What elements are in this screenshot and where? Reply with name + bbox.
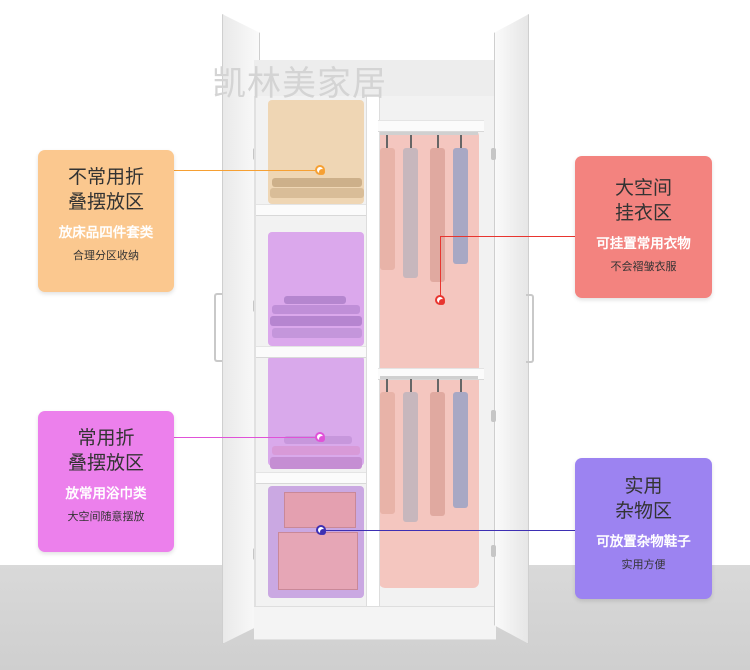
violet-zone-upper [268,232,364,346]
hanger [437,379,439,393]
callout-title-line: 大空间 [614,177,672,199]
storage-box [284,492,356,528]
connector-line-3 [440,236,575,237]
hanger [386,135,388,149]
shelf [256,472,366,484]
hanger [410,135,412,149]
connector-line-3b [440,236,441,299]
callout-storage-zone: 实用 杂物区 可放置杂物鞋子 实用方便 [575,458,712,599]
folded-linen [272,178,362,187]
callout-subtitle: 可放置杂物鞋子 [596,534,691,550]
marker-dot-2 [315,432,325,442]
folded-towel [270,457,362,469]
folded-towel [270,316,362,326]
callout-title-line: 叠摆放区 [67,452,144,474]
callout-title-line: 实用 [624,475,663,497]
hanging-rod [380,376,478,379]
hinge-icon [491,410,496,422]
hanger [386,379,388,393]
callout-note: 合理分区收纳 [73,249,139,262]
left-door-handle [214,293,222,362]
callout-title-line: 常用折 [77,427,135,449]
hanger [410,379,412,393]
folded-linen [270,188,364,198]
callout-note: 不会褶皱衣服 [610,260,677,273]
hanging-garment [403,148,418,278]
right-door-handle [526,294,534,363]
hanging-garment [403,392,418,522]
shelf [256,204,366,216]
center-divider [366,96,380,606]
connector-line-1 [174,170,321,171]
marker-dot-3 [435,295,445,305]
hanger [460,135,462,149]
hanging-rod [380,132,478,135]
hanging-garment [453,392,468,508]
plinth [254,606,496,639]
callout-towel-zone: 常用折 叠摆放区 放常用浴巾类 大空间随意摆放 [38,411,174,552]
hanger [437,135,439,149]
marker-dot-1 [315,165,325,175]
right-door [494,14,529,644]
hinge-icon [491,545,496,557]
hanging-garment [380,392,395,514]
callout-subtitle: 可挂置常用衣物 [596,236,691,252]
folded-towel [272,446,360,455]
top-board [254,60,496,96]
connector-line-2 [174,437,320,438]
callout-hanging-zone: 大空间 挂衣区 可挂置常用衣物 不会褶皱衣服 [575,156,712,298]
folded-towel [272,328,362,338]
shelf [378,120,484,132]
left-door [222,14,260,644]
folded-towel [272,305,360,314]
hanging-garment [453,148,468,264]
watermark-text: 凯林美家居 [212,64,387,104]
shelf [256,346,366,358]
callout-note: 大空间随意摆放 [67,510,145,523]
connector-line-4 [321,530,575,531]
callout-linen-zone: 不常用折 叠摆放区 放床品四件套类 合理分区收纳 [38,150,174,292]
callout-title-line: 挂衣区 [614,202,672,224]
callout-note: 实用方便 [621,558,666,571]
callout-title-line: 杂物区 [614,500,672,522]
folded-towel [284,296,346,304]
callout-title-line: 叠摆放区 [67,191,144,213]
storage-box [278,532,358,590]
hinge-icon [491,148,496,160]
marker-dot-4 [316,525,326,535]
hanging-garment [380,148,395,270]
hanging-garment [430,392,445,516]
callout-subtitle: 放常用浴巾类 [65,486,147,502]
hanger [460,379,462,393]
callout-subtitle: 放床品四件套类 [58,225,154,241]
callout-title-line: 不常用折 [67,166,144,188]
hanging-garment [430,148,445,282]
